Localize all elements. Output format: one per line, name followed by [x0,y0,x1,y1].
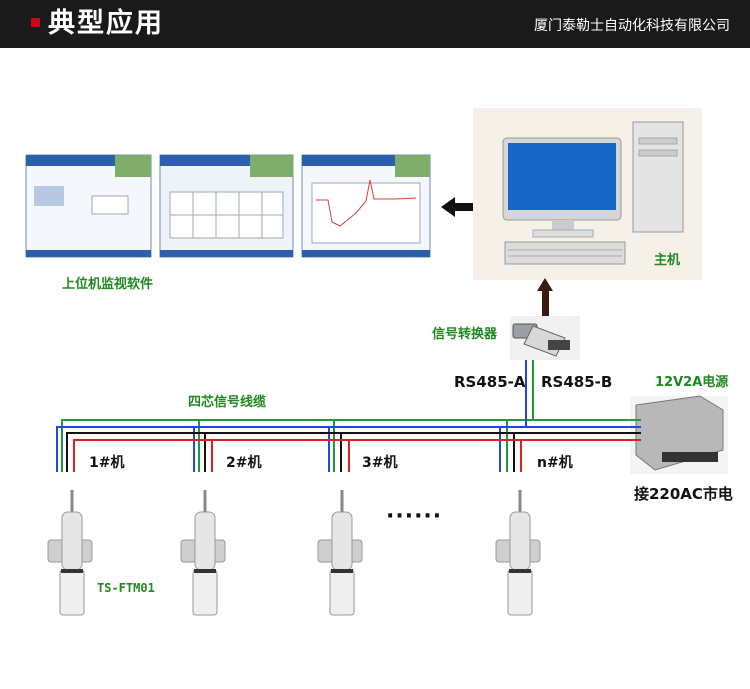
model-label: TS-FTM01 [97,581,155,595]
company-name: 厦门泰勒士自动化科技有限公司 [534,18,730,34]
rs485-b-label: RS485-B [541,373,613,391]
more-sensors-ellipsis: ······ [386,504,443,529]
sensor-3-label: 3#机 [362,455,398,471]
wiring [56,360,641,472]
application-diagram [25,108,728,616]
rs485-a-label: RS485-A [454,373,526,391]
mains-label: 接220AC市电 [634,485,733,503]
signal-converter [510,316,580,360]
converter-label: 信号转换器 [432,327,498,342]
screenshot-login [25,154,152,258]
power-supply [630,395,728,474]
screenshot-curve [301,154,431,258]
sensor-n-label: n#机 [537,455,573,471]
sensor-3 [317,490,363,616]
cable-label: 四芯信号线缆 [188,395,267,410]
software-screenshots [25,154,431,258]
arrow-up-icon [537,278,553,316]
sensor-1-label: 1#机 [89,455,125,471]
sensor-2 [180,490,226,616]
sensor-1 [47,490,93,616]
host-computer [473,108,702,280]
page-title: 典型应用 [48,8,164,39]
sensor-2-label: 2#机 [226,455,262,471]
host-label: 主机 [654,253,681,268]
sensor-n [495,490,541,616]
monitor-software-label: 上位机监视软件 [62,277,154,292]
header-banner: 典型应用 厦门泰勒士自动化科技有限公司 [0,0,750,48]
screenshot-readings [159,154,294,258]
header-bullet [31,18,40,27]
power-supply-label: 12V2A电源 [655,375,729,390]
arrow-left-icon [441,197,482,217]
